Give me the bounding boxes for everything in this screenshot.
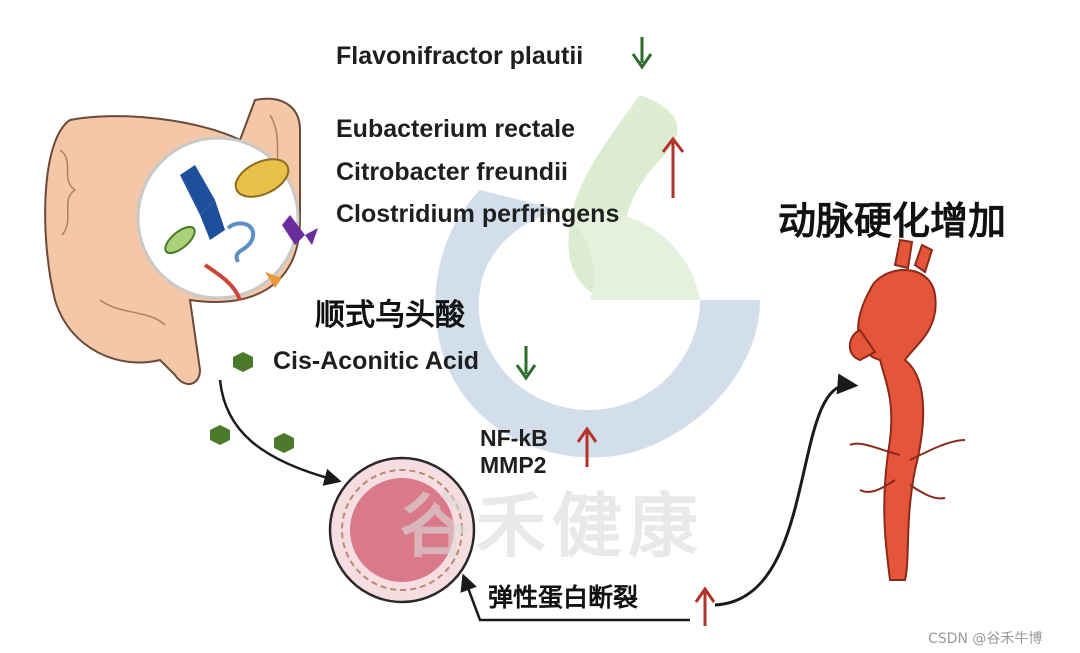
blue-bacteria-icon [180,165,225,240]
elastin-to-vessel-arrow [460,573,690,622]
outcome-label: 动脉硬化增加 [778,199,1007,243]
elastin-label: 弹性蛋白断裂 [488,583,639,612]
bacteria-down-arrow-icon [631,37,653,70]
bacteria-increased-2: Citrobacter freundii [336,158,568,186]
vessel-to-aorta-arrow [714,373,859,607]
metabolite-en-label: Cis-Aconitic Acid [273,347,480,375]
watermark-text: 谷禾健康 [400,485,704,567]
bacteria-up-arrow-icon [661,136,685,198]
marker-nfkb: NF-kB [480,425,548,451]
metabolite-down-arrow-icon [515,346,537,381]
markers-up-arrow-icon [576,426,598,467]
elastin-up-arrow-icon [694,586,716,626]
metabolite-particle-icon [210,352,294,453]
credit-text: CSDN @谷禾牛博 [928,631,1043,647]
bacteria-increased-1: Eubacterium rectale [336,115,575,143]
metabolite-cn-label: 顺式乌头酸 [315,298,465,333]
marker-mmp2: MMP2 [480,452,547,478]
bacteria-decreased-label: Flavonifractor plautii [336,42,584,70]
bacteria-increased-3: Clostridium perfringens [336,200,620,228]
gut-to-vessel-arrow [218,379,342,486]
